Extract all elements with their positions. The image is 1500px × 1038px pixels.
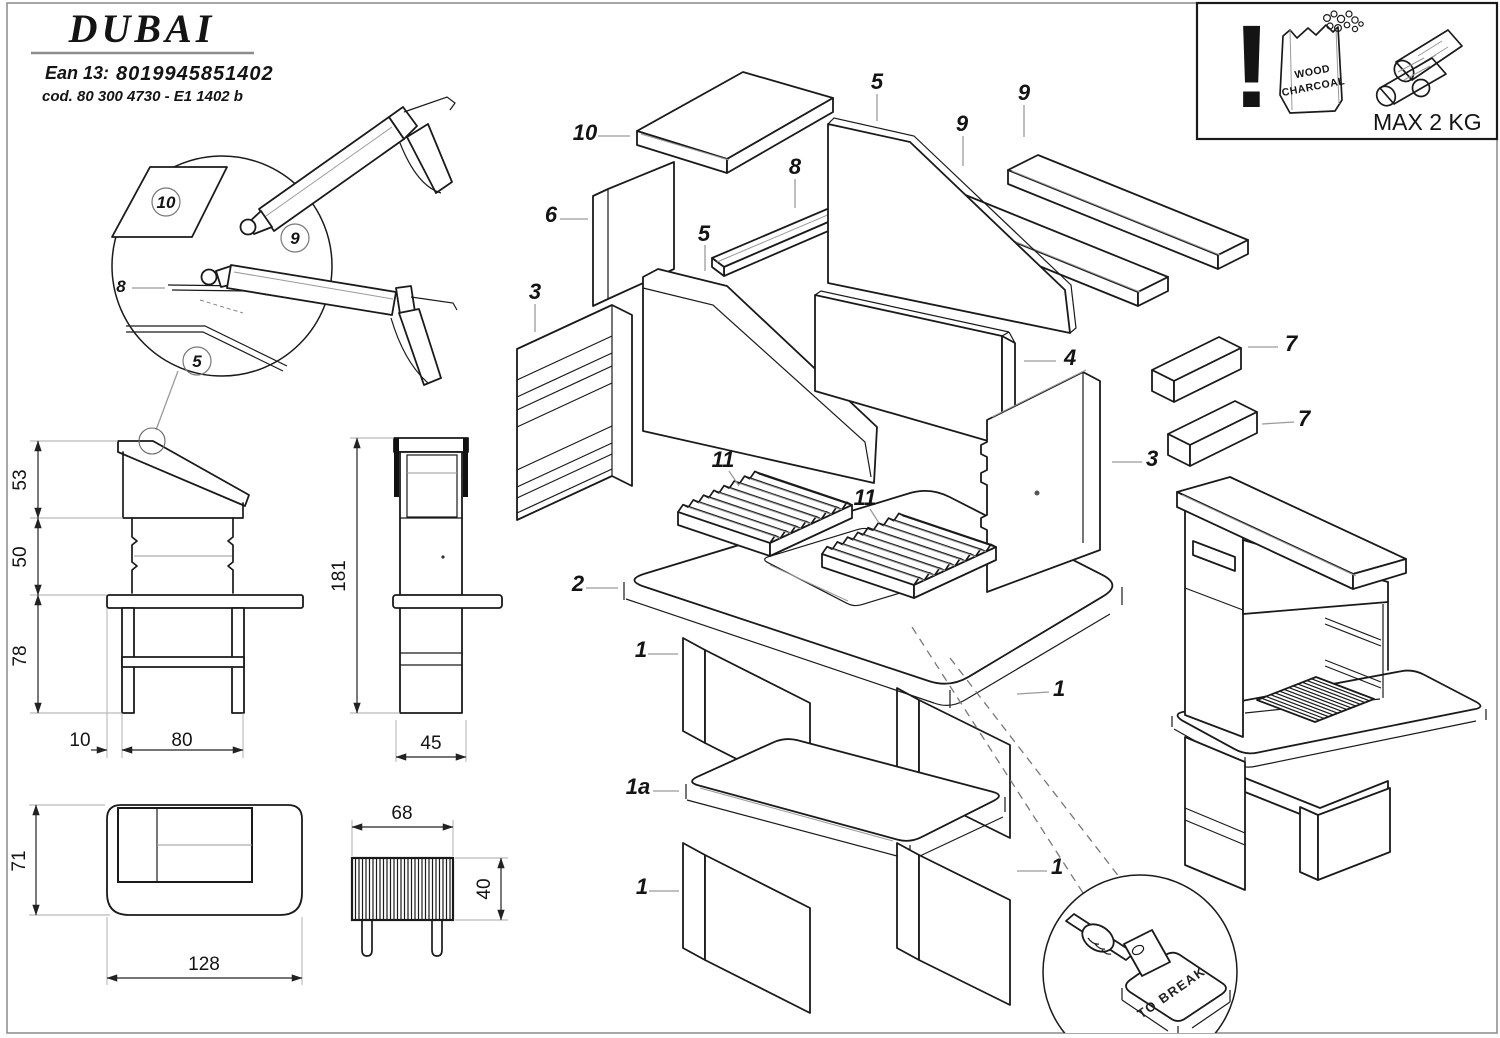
part-label-3b: 3 bbox=[1146, 446, 1158, 471]
part-1-leg-lower-right bbox=[896, 842, 1011, 1006]
exclamation-icon: ! bbox=[1232, 1, 1271, 133]
part-label-6: 6 bbox=[545, 202, 558, 227]
part-9-slab-upper bbox=[1007, 154, 1249, 270]
glue-detail-inset: 10 9 5 8 bbox=[111, 96, 458, 431]
break-detail-inset: TO BREAK bbox=[1042, 874, 1238, 1033]
part-label-4: 4 bbox=[1063, 345, 1076, 370]
grate-view: 68 40 bbox=[350, 803, 508, 957]
assembled-view bbox=[1171, 476, 1487, 891]
part-10-top-slab bbox=[636, 71, 834, 174]
cod-value: cod. 80 300 4730 - E1 1402 b bbox=[42, 88, 243, 105]
dim-plan-128: 128 bbox=[188, 954, 220, 975]
part-label-2: 2 bbox=[571, 571, 585, 596]
part-label-8: 8 bbox=[789, 154, 802, 179]
page-frame bbox=[6, 2, 1498, 1034]
warning-box: ! WOOD CHARCOAL MAX 2 KG bbox=[1195, 1, 1499, 141]
part-label-1c: 1 bbox=[636, 874, 648, 899]
dim-side-181: 181 bbox=[329, 560, 350, 592]
part-5-right-sloped-panel bbox=[827, 117, 1077, 334]
part-7-block-upper bbox=[1151, 336, 1242, 403]
dim-plan-71: 71 bbox=[9, 850, 30, 871]
assembled-grill-grate bbox=[1256, 676, 1375, 723]
dim-front-50: 50 bbox=[10, 546, 31, 567]
detail-marker-circle bbox=[138, 427, 166, 455]
wood-logs-icon bbox=[1375, 29, 1463, 107]
caulking-gun-upper-icon bbox=[239, 96, 456, 236]
part-6-back-panel bbox=[592, 161, 675, 307]
dim-front-53: 53 bbox=[10, 469, 31, 490]
part-label-1a-shelf: 1a bbox=[626, 774, 650, 799]
part-3-left-side-panel bbox=[516, 304, 633, 521]
part-labels: 10 6 5 8 5 9 9 3 4 7 7 3 11 11 2 1 1 1a … bbox=[529, 69, 1312, 899]
dim-front-80: 80 bbox=[171, 730, 192, 751]
ean-value: 8019945851402 bbox=[116, 63, 274, 85]
part-label-7a: 7 bbox=[1285, 331, 1299, 356]
hammer-icon bbox=[1065, 913, 1171, 977]
dim-grate-68: 68 bbox=[391, 803, 412, 824]
circled-number-ring bbox=[151, 187, 181, 217]
product-title: DUBAI bbox=[68, 6, 216, 51]
part-label-9a: 9 bbox=[956, 111, 969, 136]
glue-part-8: 8 bbox=[116, 277, 126, 296]
part-label-3a: 3 bbox=[529, 279, 541, 304]
part-label-1d: 1 bbox=[1051, 854, 1063, 879]
exploded-view: 10 6 5 8 5 9 9 3 4 7 7 3 11 11 2 1 1 1a … bbox=[516, 69, 1312, 1014]
part-label-11a: 11 bbox=[712, 447, 735, 472]
part-3-right-side-panel bbox=[980, 369, 1101, 593]
part-1-leg-lower-left bbox=[682, 842, 811, 1014]
dim-side-45: 45 bbox=[420, 733, 441, 754]
charcoal-lumps-icon bbox=[1322, 10, 1364, 33]
dim-front-10: 10 bbox=[69, 730, 90, 751]
plan-view: 71 128 bbox=[9, 804, 303, 985]
side-view: 181 45 bbox=[329, 437, 503, 762]
part-7-block-lower bbox=[1167, 400, 1258, 467]
part-label-1a: 1 bbox=[635, 637, 647, 662]
part-11-grate bbox=[677, 470, 853, 557]
part-label-11b: 11 bbox=[854, 485, 877, 510]
part-label-9b: 9 bbox=[1018, 80, 1031, 105]
part-5-left-sloped-panel bbox=[642, 268, 878, 484]
max-weight-label: MAX 2 KG bbox=[1373, 109, 1482, 135]
glue-part-10: 10 bbox=[157, 193, 176, 212]
part-label-10: 10 bbox=[573, 120, 598, 145]
part-label-7b: 7 bbox=[1298, 406, 1312, 431]
part-label-1b: 1 bbox=[1053, 676, 1065, 701]
dim-front-78: 78 bbox=[10, 645, 31, 666]
glue-part-5: 5 bbox=[192, 352, 202, 371]
part-label-5a: 5 bbox=[698, 221, 711, 246]
part-label-5b: 5 bbox=[871, 69, 884, 94]
title-block: DUBAI Ean 13: 8019945851402 cod. 80 300 … bbox=[31, 6, 274, 105]
front-view: 53 50 78 10 80 bbox=[10, 427, 304, 758]
glue-part-9: 9 bbox=[290, 229, 300, 248]
break-reference-dashes bbox=[911, 626, 1121, 894]
ean-label: Ean 13: bbox=[45, 63, 109, 83]
dim-grate-40: 40 bbox=[474, 878, 495, 899]
caulking-gun-lower-icon bbox=[200, 264, 458, 386]
